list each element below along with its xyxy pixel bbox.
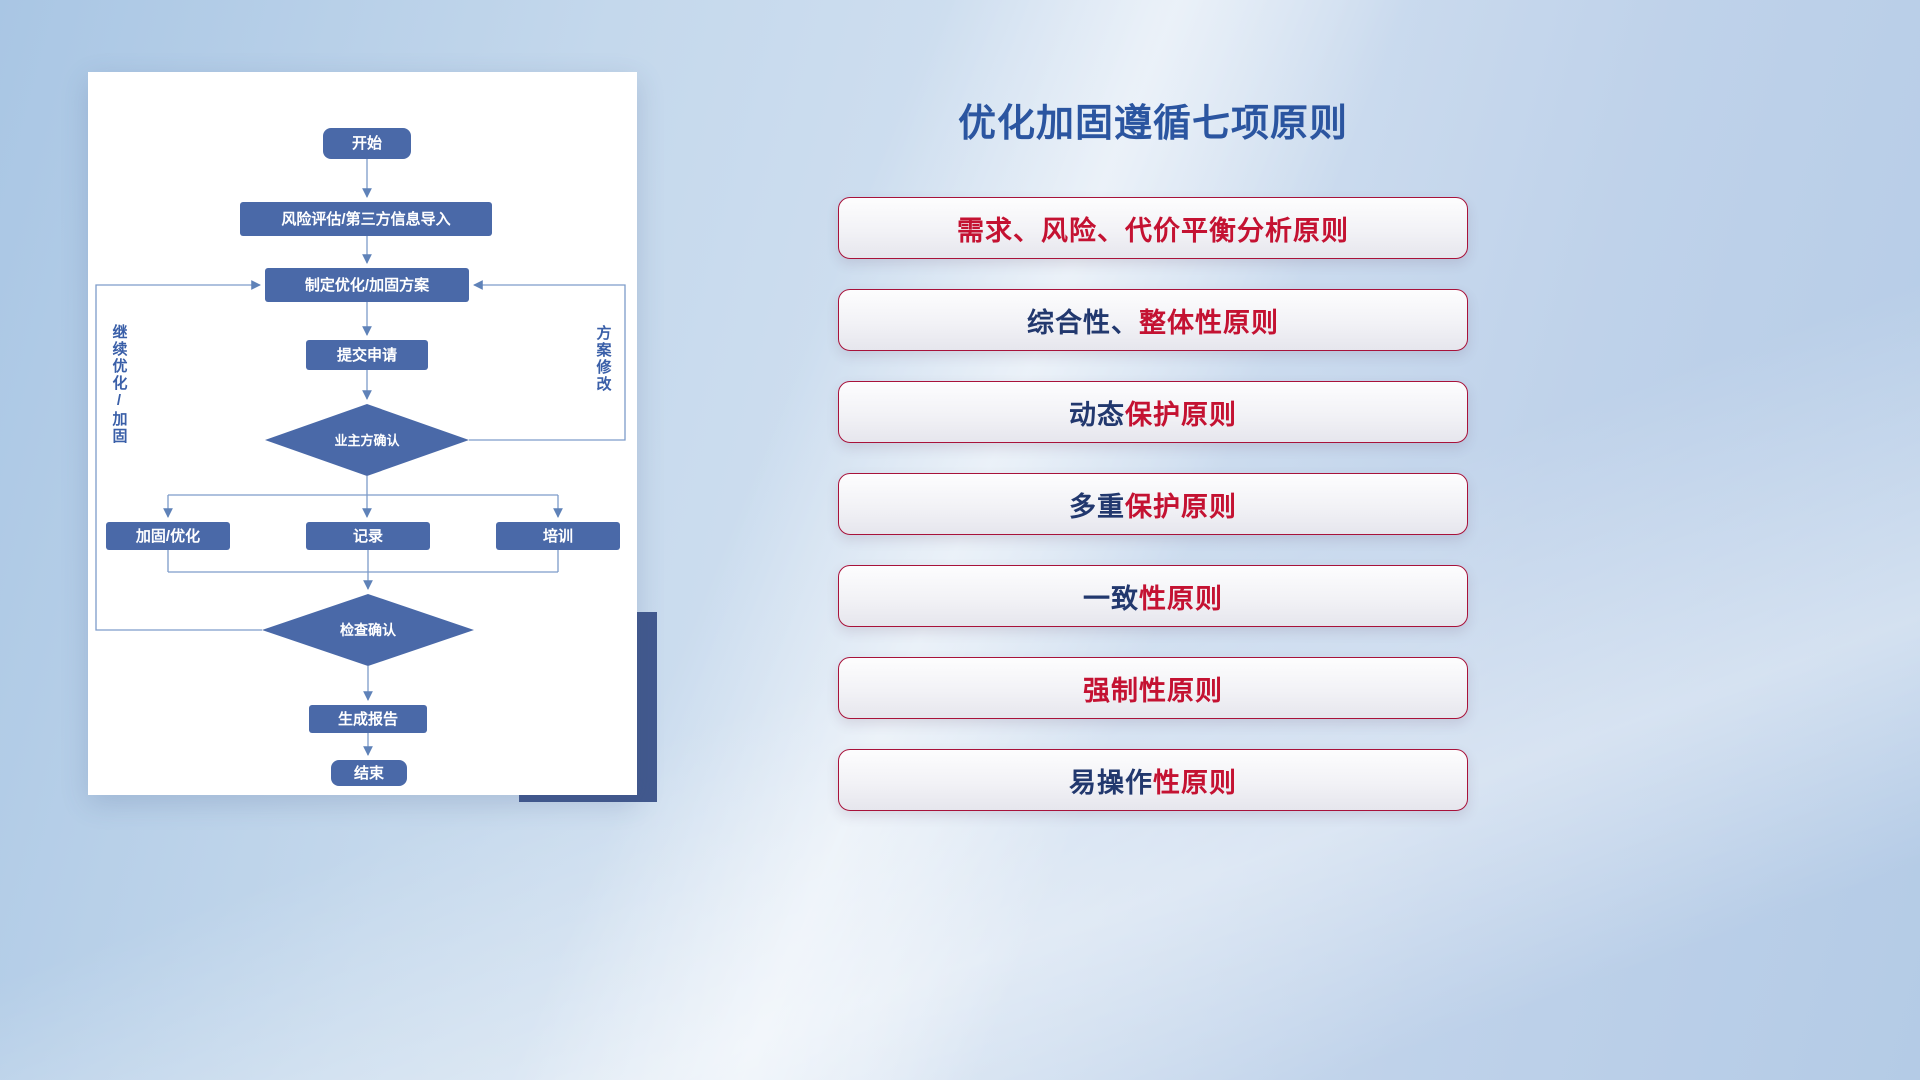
principle-box: 动态保护原则 [838, 381, 1468, 443]
principle-text: 综合性、 [1027, 307, 1139, 338]
principle-text: 多重 [1069, 491, 1125, 522]
page-title: 优化加固遵循七项原则 [957, 103, 1348, 145]
principle-box: 需求、风险、代价平衡分析原则 [838, 197, 1468, 259]
principle-box: 易操作性原则 [838, 749, 1468, 811]
principle-text: 易操作 [1069, 767, 1153, 798]
flow-node-make-plan: 制定优化/加固方案 [265, 268, 469, 302]
flow-node-training: 培训 [496, 522, 620, 550]
principles-list: 需求、风险、代价平衡分析原则综合性、整体性原则动态保护原则多重保护原则一致性原则… [838, 197, 1468, 841]
principle-text: 强制性原则 [1083, 675, 1223, 706]
principle-text: 保护原则 [1125, 399, 1237, 430]
flow-node-submit: 提交申请 [306, 340, 428, 370]
flow-node-risk-import: 风险评估/第三方信息导入 [240, 202, 492, 236]
principle-text: 动态 [1069, 399, 1125, 430]
flow-node-end: 结束 [331, 760, 407, 786]
principle-text: 整体性原则 [1139, 307, 1279, 338]
flow-node-report: 生成报告 [309, 705, 427, 733]
principle-box: 一致性原则 [838, 565, 1468, 627]
flow-node-start: 开始 [323, 128, 411, 159]
flow-node-record: 记录 [306, 522, 430, 550]
principle-text: 一致 [1083, 583, 1139, 614]
principle-text: 性原则 [1139, 583, 1223, 614]
flow-connectors [95, 159, 626, 756]
principle-box: 强制性原则 [838, 657, 1468, 719]
principle-box: 多重保护原则 [838, 473, 1468, 535]
principle-text: 需求、风险、代价平衡分析原则 [957, 215, 1349, 246]
principle-text: 性原则 [1153, 767, 1237, 798]
flow-node-reinforce: 加固/优化 [106, 522, 230, 550]
principle-box: 综合性、整体性原则 [838, 289, 1468, 351]
flow-label-plan-modify: 方案修改 [594, 325, 612, 393]
principle-text: 保护原则 [1125, 491, 1237, 522]
flow-label-continue-optimize: 继续优化/加固 [110, 324, 128, 445]
flowchart-card: 开始 风险评估/第三方信息导入 制定优化/加固方案 提交申请 业主方确认 加固/… [88, 72, 637, 795]
